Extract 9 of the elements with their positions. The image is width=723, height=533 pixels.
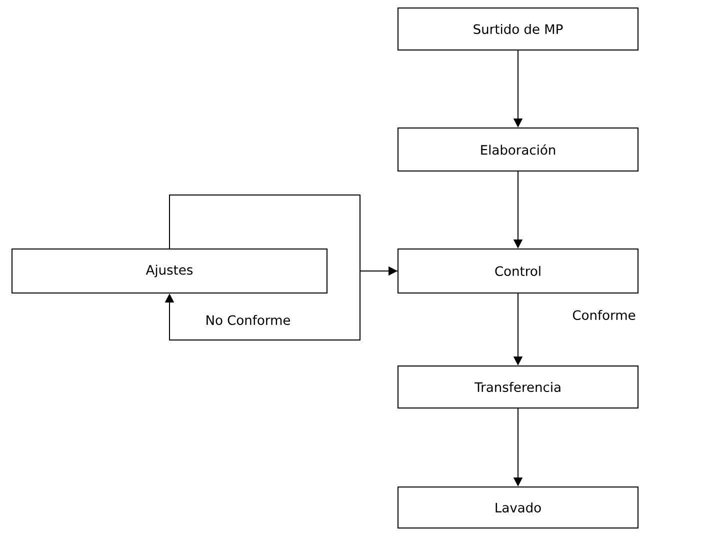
edge-label: Conforme [572, 310, 636, 320]
arrow [164, 270, 398, 340]
process-box: Elaboración [398, 128, 638, 172]
process-box: Ajustes [12, 248, 328, 294]
process-box: Transferencia [398, 366, 638, 408]
process-box: Lavado [398, 486, 638, 528]
process-box: Control [398, 248, 638, 294]
process-box: Surtido de MP [398, 8, 638, 50]
edge-label: No Conforme [206, 314, 290, 326]
